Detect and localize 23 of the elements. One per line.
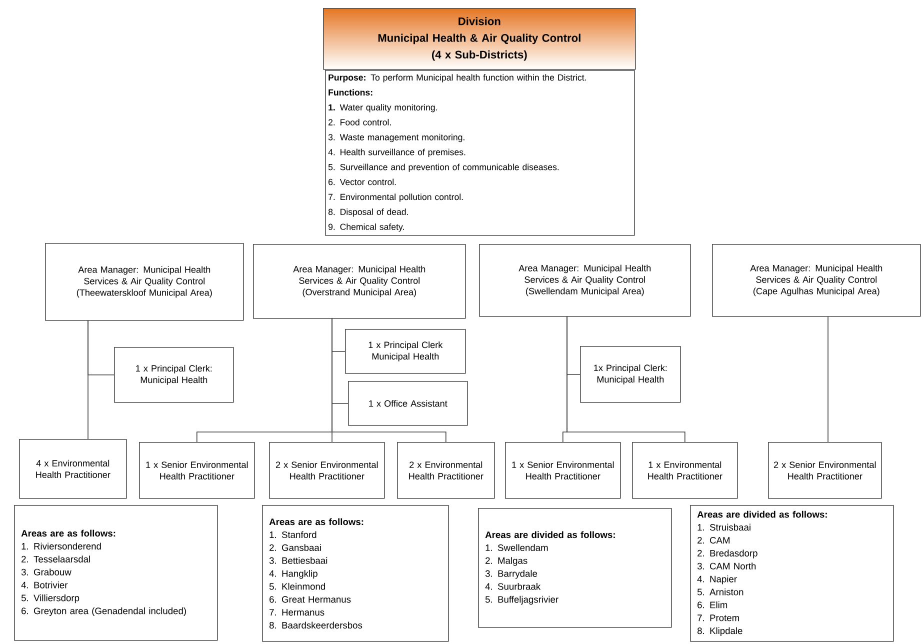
- position-box: 1 x Principal Clerk Municipal Health: [345, 329, 466, 374]
- area-list-box: Areas are as follows: 1. Stanford 2. Gansbaai 3. Bettiesbaai 4. Hangklip 5. Kleinmond 6. Great Hermanus 7. Hermanus 8. Baardskeerdersbos: [262, 505, 449, 642]
- position-box: 1 x Office Assistant: [348, 381, 468, 426]
- position-box: 4 x Environmental Health Practitioner: [19, 439, 127, 499]
- position-box: 2 x Senior Environmental Health Practitioner: [269, 442, 385, 499]
- connector-line: [332, 318, 446, 442]
- area-list-box: Areas are divided as follows: 1. Swellendam 2. Malgas 3. Barrydale 4. Suurbraak 5. Buffeljagsrivier: [478, 508, 672, 628]
- position-box: 1 x Senior Environmental Health Practitioner: [139, 442, 255, 499]
- area-list-box: Areas are as follows: 1. Riviersonderend 2. Tesselaarsdal 3. Grabouw 4. Botrivier 5. Villiersdorp 6. Greyton area (Genadendal included): [14, 505, 218, 641]
- position-box: 2 x Environmental Health Practitioner: [397, 442, 495, 499]
- position-box: Area Manager: Municipal Health Services & Air Quality Control (Overstrand Municipal Area): [253, 244, 466, 319]
- connector-line: [566, 316, 686, 442]
- position-box: Area Manager: Municipal Health Services & Air Quality Control (Swellendam Municipal Area): [479, 244, 691, 317]
- position-box: 1 x Environmental Health Practitioner: [632, 442, 738, 499]
- position-box: 1x Principal Clerk: Municipal Health: [580, 346, 681, 403]
- position-box: 2 x Senior Environmental Health Practitioner: [768, 442, 882, 499]
- position-box: Area Manager: Municipal Health Services & Air Quality Control (Cape Agulhas Municipal Area): [712, 244, 921, 317]
- area-list-box: Areas are divided as follows: 1. Struisbaai 2. CAM 2. Bredasdorp 3. CAM North 4. Napier 5. Arniston 6. Elim 7. Protem 8. Klipdale: [690, 505, 894, 642]
- division-header-box: Division Municipal Health & Air Quality Control (4 x Sub-Districts): [323, 8, 636, 70]
- position-box: Area Manager: Municipal Health Services & Air Quality Control (Theewaterskloof Municipal Area): [45, 243, 244, 321]
- position-box: 1 x Senior Environmental Health Practitioner: [505, 442, 621, 499]
- position-box: 1 x Principal Clerk: Municipal Health: [114, 347, 234, 403]
- purpose-box: Purpose: To perform Municipal health function within the District. Functions: 1. Water quality monitoring. 2. Food control. 3. Waste management monitoring. 4. Health surveillance of premises. 5. Surveillance and prevention of communicable diseases. 6. Vector control. 7. Environmental pollution control. 8. Disposal of dead. 9. Chemical safety.: [325, 70, 635, 236]
